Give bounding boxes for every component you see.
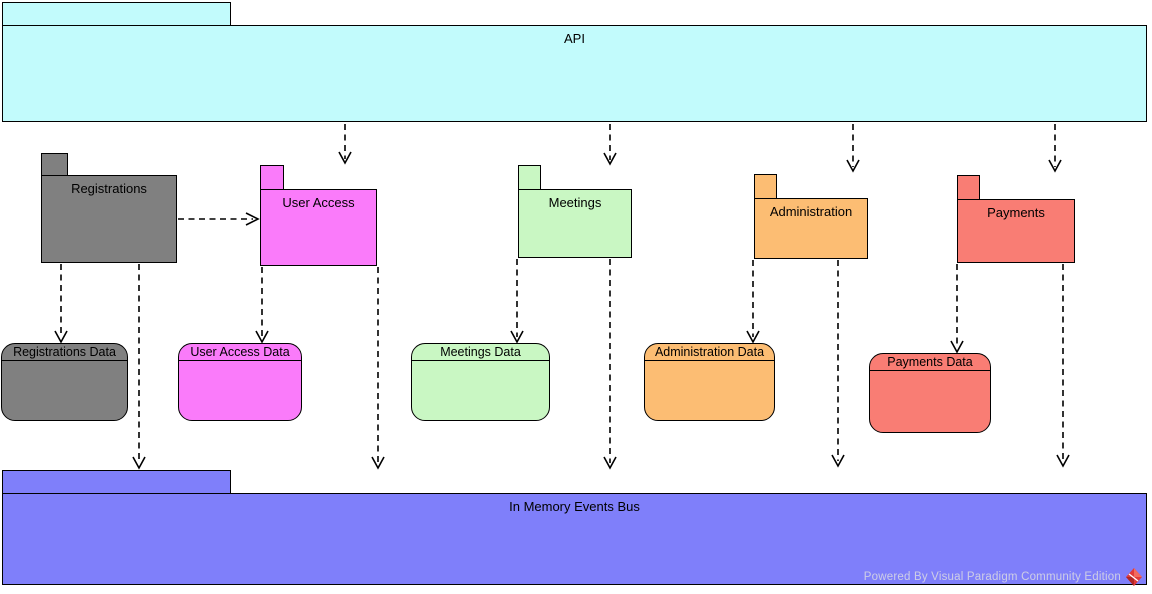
package-api: API (2, 25, 1147, 122)
arrow-meetings-to-bus (603, 259, 617, 470)
watermark: Powered By Visual Paradigm Community Edi… (864, 568, 1142, 586)
package-registrations: Registrations (41, 175, 177, 263)
arrow-payments-to-payments-data (950, 264, 964, 354)
datastore-registrations-data: Registrations Data (1, 343, 128, 421)
arrow-administration-to-bus (831, 260, 845, 468)
datastore-user-access-data-label: User Access Data (179, 344, 301, 361)
package-api-label: API (564, 31, 585, 46)
datastore-administration-data-label: Administration Data (645, 344, 774, 361)
arrow-api-to-payments (1048, 124, 1062, 173)
package-administration-label: Administration (769, 204, 853, 219)
arrow-registrations-to-bus (132, 264, 146, 470)
arrow-registrations-to-registrations-data (54, 264, 68, 344)
package-user-access-label: User Access (282, 195, 355, 210)
package-user-access-tab (260, 165, 284, 190)
arrow-api-to-meetings (603, 124, 617, 166)
package-events-bus-label: In Memory Events Bus (509, 499, 640, 514)
datastore-administration-data: Administration Data (644, 343, 775, 421)
datastore-meetings-data-label: Meetings Data (412, 344, 549, 361)
datastore-payments-data-label: Payments Data (870, 354, 990, 371)
datastore-user-access-data: User Access Data (178, 343, 302, 421)
package-payments-label: Payments (987, 205, 1045, 220)
package-administration: Administration (754, 198, 868, 259)
arrow-registrations-to-user-access (178, 212, 260, 226)
package-user-access: User Access (260, 189, 377, 266)
arrow-payments-to-bus (1056, 264, 1070, 468)
package-events-bus: In Memory Events Bus (2, 493, 1147, 585)
datastore-registrations-data-label: Registrations Data (2, 344, 127, 361)
package-payments: Payments (957, 199, 1075, 263)
package-events-bus-tab (2, 470, 231, 494)
arrow-user-access-to-bus (371, 267, 385, 470)
package-registrations-label: Registrations (71, 181, 147, 196)
watermark-text: Powered By Visual Paradigm Community Edi… (863, 571, 1121, 583)
arrow-user-access-to-user-access-data (255, 267, 269, 344)
datastore-payments-data: Payments Data (869, 353, 991, 433)
arrow-api-to-administration (846, 124, 860, 173)
datastore-meetings-data: Meetings Data (411, 343, 550, 421)
arrow-meetings-to-meetings-data (510, 259, 524, 344)
arrow-administration-to-administration-data (746, 260, 760, 344)
package-meetings-label: Meetings (548, 195, 602, 210)
arrow-api-to-user-access (338, 124, 352, 165)
visual-paradigm-logo-icon (1126, 568, 1142, 586)
package-meetings: Meetings (518, 189, 632, 258)
